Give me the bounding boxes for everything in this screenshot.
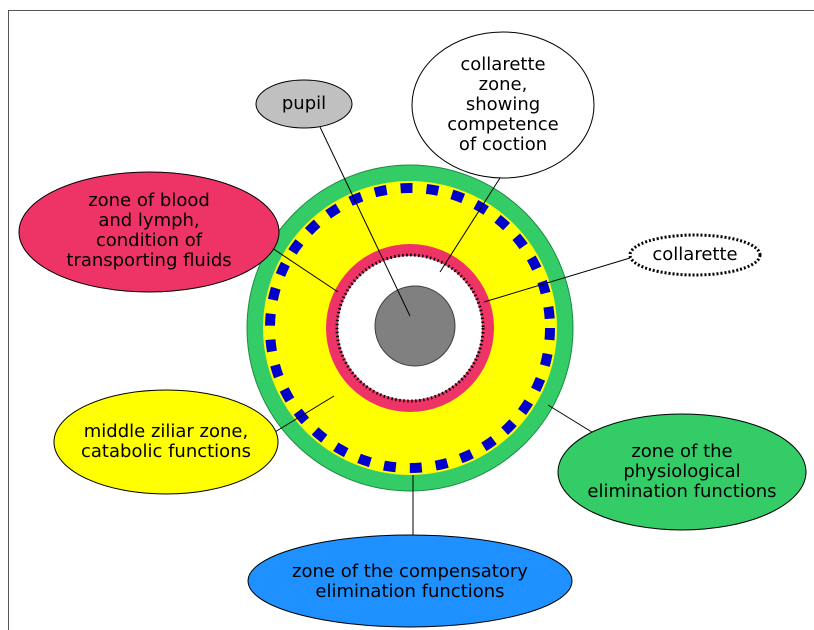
- callout-collarette-zone: [411, 31, 595, 179]
- compensatory-dash-ring: [265, 183, 555, 473]
- pupil-disc: [374, 285, 456, 367]
- callout-compensatory: [247, 534, 573, 628]
- leader-line-collarette-zone: [439, 177, 501, 273]
- callout-collarette: [628, 233, 762, 277]
- callout-middle-ziliar: [53, 389, 279, 495]
- frame-left-border: [8, 10, 9, 630]
- leader-line-middle-ziliar: [269, 395, 335, 436]
- frame-top-border: [8, 10, 814, 11]
- callout-pupil: [255, 79, 353, 129]
- collarette-dotted-ring: [335, 253, 485, 403]
- leader-line-collarette: [483, 257, 631, 303]
- callout-physiological: [557, 413, 807, 531]
- leader-line-pupil: [319, 126, 411, 317]
- callout-blood-lymph: [18, 171, 280, 293]
